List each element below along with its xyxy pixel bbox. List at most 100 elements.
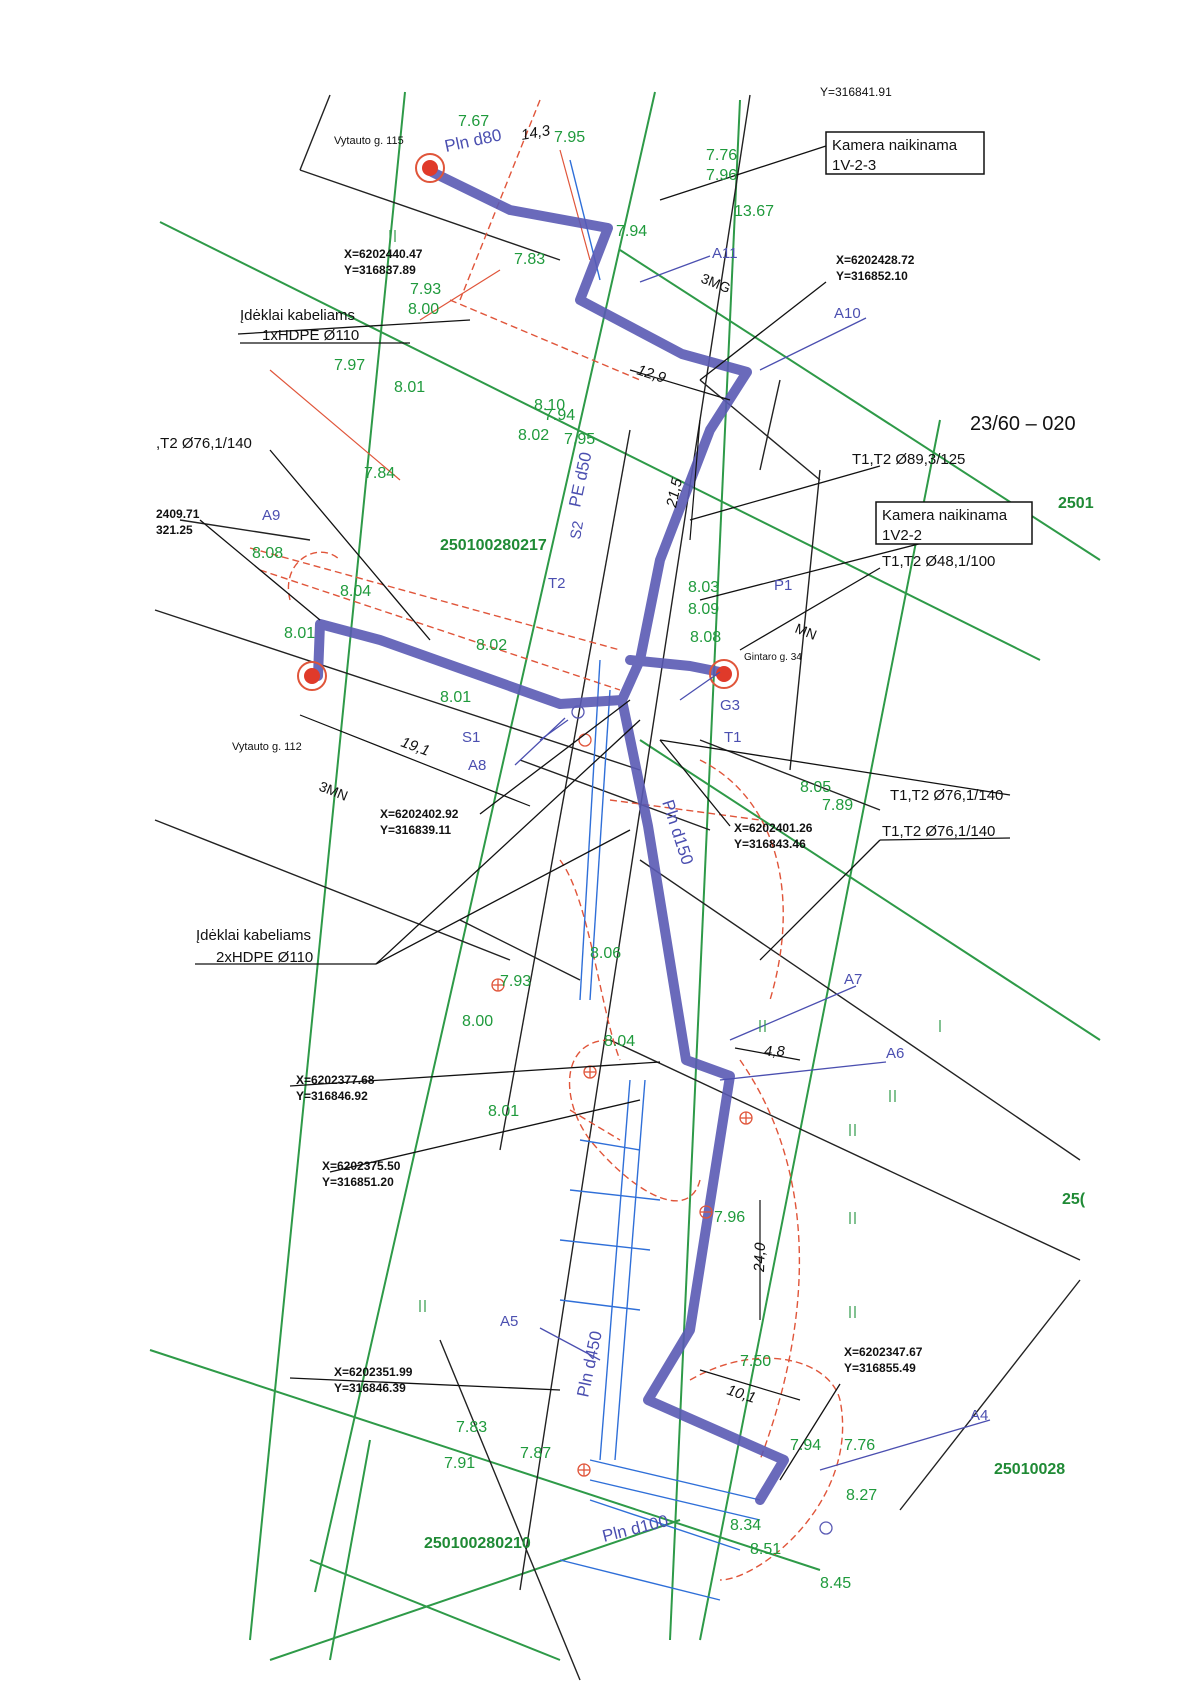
svg-text:Y=316839.11: Y=316839.11	[380, 823, 451, 837]
svg-text:X=6202377.68: X=6202377.68	[296, 1073, 375, 1087]
svg-text:13.67: 13.67	[734, 203, 774, 220]
svg-text:X=6202440.47: X=6202440.47	[344, 247, 423, 261]
label-gintaro-34: Gintaro g. 34	[744, 652, 802, 663]
svg-text:Y=316851.20: Y=316851.20	[322, 1175, 394, 1189]
telecom-label-5: ,T2 Ø76,1/140	[156, 435, 252, 452]
dimension-lines	[299, 369, 801, 1401]
box-camera-1v2-2	[875, 501, 1033, 545]
svg-text:7.89: 7.89	[822, 797, 853, 814]
label-vytauto-115: Vytauto g. 115	[334, 135, 404, 147]
svg-text:7.93: 7.93	[500, 973, 531, 990]
svg-text:A5: A5	[500, 1313, 518, 1330]
red-utility-lines	[249, 99, 844, 1581]
svg-text:7.87: 7.87	[520, 1445, 551, 1462]
box-2-line1: Kamera naikinama	[882, 507, 1008, 524]
cable-insert-2-line1: Įdėklai kabeliams	[196, 927, 311, 944]
svg-text:7.76: 7.76	[706, 147, 737, 164]
svg-text:4,8: 4,8	[764, 1043, 786, 1060]
manhole-vytauto-115	[415, 153, 445, 183]
manhole-markers	[297, 153, 739, 691]
svg-text:8.06: 8.06	[590, 945, 621, 962]
svg-text:8.02: 8.02	[476, 637, 507, 654]
svg-text:7.67: 7.67	[458, 113, 489, 130]
svg-text:7.94: 7.94	[616, 223, 647, 240]
svg-text:7.84: 7.84	[364, 465, 395, 482]
leader-lines	[195, 145, 1021, 1481]
manhole-vytauto-112	[297, 661, 327, 691]
svg-text:8.51: 8.51	[750, 1541, 781, 1558]
svg-text:7.50: 7.50	[740, 1353, 771, 1370]
pipe-label-mid: Pln d150	[658, 797, 697, 867]
svg-text:Y=316846.39: Y=316846.39	[334, 1381, 406, 1395]
svg-text:P1: P1	[774, 577, 792, 594]
label-vytauto-112: Vytauto g. 112	[232, 741, 302, 753]
svg-text:7.83: 7.83	[514, 251, 545, 268]
svg-text:7.96: 7.96	[706, 167, 737, 184]
svg-text:8.04: 8.04	[604, 1033, 635, 1050]
pipe-label-pe: PE d50	[565, 450, 595, 508]
svg-text:8.04: 8.04	[340, 583, 371, 600]
svg-text:X=6202428.72: X=6202428.72	[836, 253, 915, 267]
svg-text:X=6202347.67: X=6202347.67	[844, 1345, 923, 1359]
svg-text:7.94: 7.94	[544, 407, 575, 424]
box-2-line2: 1V2-2	[882, 527, 922, 544]
svg-text:A11: A11	[712, 245, 738, 262]
telecom-label-1: T1,T2 Ø89,3/125	[852, 451, 965, 468]
svg-text:321.25: 321.25	[156, 523, 193, 537]
svg-text:8.01: 8.01	[284, 625, 315, 642]
svg-text:25010028: 25010028	[994, 1461, 1065, 1478]
svg-text:8.03: 8.03	[688, 579, 719, 596]
svg-text:2409.71: 2409.71	[156, 507, 200, 521]
property-boundaries	[149, 91, 1101, 1661]
svg-text:2501: 2501	[1058, 495, 1094, 512]
svg-text:S1: S1	[462, 729, 480, 746]
svg-text:X=6202402.92: X=6202402.92	[380, 807, 459, 821]
svg-text:Y=316837.89: Y=316837.89	[344, 263, 416, 277]
svg-text:7.95: 7.95	[554, 129, 585, 146]
sheet-number: 23/60 – 020	[970, 413, 1076, 435]
box-1-line2: 1V-2-3	[832, 157, 876, 174]
svg-text:8.08: 8.08	[690, 629, 721, 646]
svg-text:7.95: 7.95	[564, 431, 595, 448]
partial-top-coordinate: Y=316841.91	[820, 85, 892, 99]
cable-insert-2-line2: 2xHDPE Ø110	[216, 949, 313, 966]
cable-insert-1-line2: 1xHDPE Ø110	[262, 327, 359, 344]
svg-text:8.27: 8.27	[846, 1487, 877, 1504]
blue-leader-lines	[514, 255, 991, 1471]
svg-text:250100280217: 250100280217	[440, 537, 547, 554]
svg-text:A7: A7	[844, 971, 862, 988]
svg-text:8.02: 8.02	[518, 427, 549, 444]
svg-text:8.34: 8.34	[730, 1517, 761, 1534]
svg-text:8.00: 8.00	[408, 301, 439, 318]
svg-text:Y=316846.92: Y=316846.92	[296, 1089, 368, 1103]
svg-text:7.97: 7.97	[334, 357, 365, 374]
svg-text:7.94: 7.94	[790, 1437, 821, 1454]
zone-3mg: 3MG	[699, 270, 733, 296]
svg-text:8.09: 8.09	[688, 601, 719, 618]
svg-text:8.08: 8.08	[252, 545, 283, 562]
telecom-label-4: T1,T2 Ø76,1/140	[882, 823, 995, 840]
cable-insert-1-line1: Įdėklai kabeliams	[240, 307, 355, 324]
svg-text:X=6202401.26: X=6202401.26	[734, 821, 813, 835]
svg-text:8.00: 8.00	[462, 1013, 493, 1030]
svg-text:A9: A9	[262, 507, 280, 524]
svg-text:S2: S2	[567, 520, 587, 541]
svg-text:8.45: 8.45	[820, 1575, 851, 1592]
pipe-label-low: Pln d450	[573, 1329, 606, 1399]
svg-text:8.01: 8.01	[440, 689, 471, 706]
telecom-label-3: T1,T2 Ø76,1/140	[890, 787, 1003, 804]
svg-text:7.83: 7.83	[456, 1419, 487, 1436]
svg-text:250100280210: 250100280210	[424, 1535, 531, 1552]
svg-text:21,5: 21,5	[663, 476, 686, 510]
svg-text:A10: A10	[834, 305, 861, 322]
box-camera-1v-2-3	[825, 131, 985, 175]
manhole-gintaro-34	[709, 659, 739, 689]
svg-text:G3: G3	[720, 697, 740, 714]
svg-text:25(: 25(	[1062, 1191, 1086, 1208]
box-1-line1: Kamera naikinama	[832, 137, 958, 154]
node-labels: A11 A10 A9 A8 A7 A6 A5 A4 T2 P1 S1 S2 G3…	[262, 245, 988, 1424]
coordinate-labels: X=6202440.47 Y=316837.89 X=6202428.72 Y=…	[156, 247, 923, 1395]
svg-text:Y=316852.10: Y=316852.10	[836, 269, 908, 283]
svg-text:8.10: 8.10	[534, 397, 565, 414]
